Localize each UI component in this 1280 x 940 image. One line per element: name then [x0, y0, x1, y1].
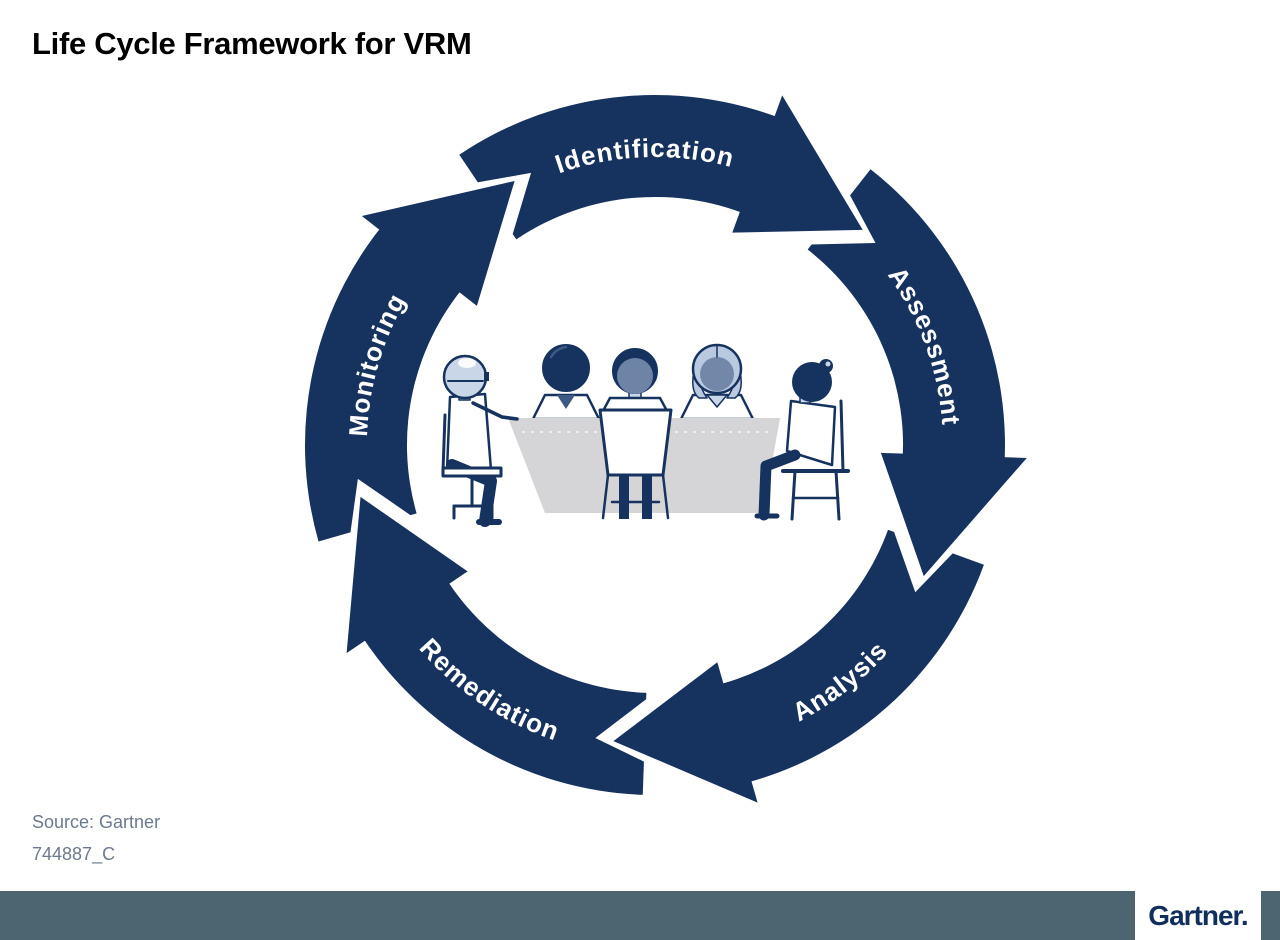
- person-dark-hair: [531, 344, 601, 421]
- page-title: Life Cycle Framework for VRM: [32, 26, 472, 61]
- source-note: Source: Gartner: [32, 812, 161, 832]
- person-bun: [754, 359, 850, 521]
- bottom-bar: Gartner.: [0, 891, 1280, 940]
- meeting-illustration: [441, 343, 850, 527]
- doc-id: 744887_C: [32, 844, 116, 864]
- gartner-logo-text: Gartner.: [1148, 899, 1248, 931]
- cycle-diagram: Identification Assessment Analysis Remed…: [275, 83, 1035, 825]
- gartner-logo: Gartner.: [1135, 891, 1261, 940]
- presentation-easel: [598, 408, 673, 520]
- person-vr-headset: [441, 354, 519, 527]
- person-presenter: [601, 348, 669, 413]
- person-light-hair: [679, 343, 755, 421]
